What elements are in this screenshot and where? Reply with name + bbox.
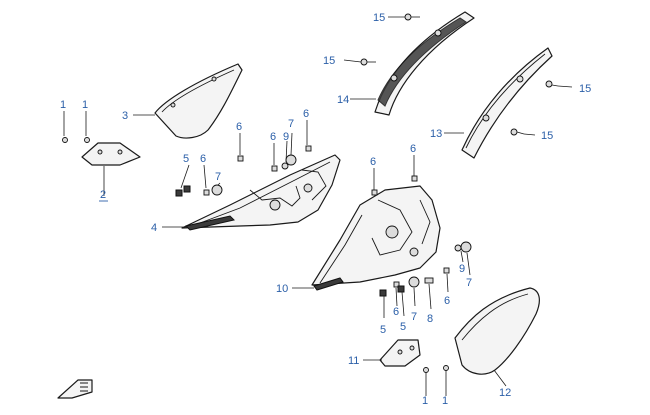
part-4-left-light-assembly <box>181 154 341 231</box>
callout-14: 14 <box>337 94 349 106</box>
leader-lines <box>63 16 573 396</box>
part-13-curved-panel <box>461 47 553 159</box>
grommet-7b <box>285 154 297 166</box>
callout-15: 15 <box>323 55 335 67</box>
callout-10: 10 <box>276 283 288 295</box>
callout-7: 7 <box>288 118 294 130</box>
callout-15: 15 <box>579 83 591 95</box>
callout-9: 9 <box>283 131 289 143</box>
clip-6b <box>271 165 278 172</box>
callout-1: 1 <box>60 99 66 111</box>
screw-15b <box>360 58 376 66</box>
callout-12: 12 <box>499 387 511 399</box>
callout-6: 6 <box>393 306 399 318</box>
callout-2: 2 <box>100 189 106 201</box>
screw-1c <box>423 367 429 373</box>
callout-15: 15 <box>541 130 553 142</box>
callout-5: 5 <box>380 324 386 336</box>
pad-8 <box>424 277 434 284</box>
callout-1: 1 <box>82 99 88 111</box>
callout-7: 7 <box>466 277 472 289</box>
direction-arrow-icon <box>57 379 93 399</box>
washer-9b <box>454 244 462 252</box>
nut-5b <box>183 185 191 193</box>
callout-8: 8 <box>427 313 433 325</box>
clip-6e <box>371 189 378 196</box>
callout-7: 7 <box>215 171 221 183</box>
callout-5: 5 <box>400 321 406 333</box>
callout-11: 11 <box>348 355 359 367</box>
screw-15d <box>510 128 525 136</box>
clip-6g <box>393 281 400 288</box>
nut-5d <box>397 285 405 293</box>
callout-6: 6 <box>410 143 416 155</box>
part-3-upper-cover <box>154 63 243 139</box>
screw-15a <box>404 13 420 21</box>
callout-6: 6 <box>200 153 206 165</box>
callout-4: 4 <box>151 222 157 234</box>
part-10-right-light-assembly <box>311 185 441 291</box>
callout-1: 1 <box>422 395 428 407</box>
callout-6: 6 <box>270 131 276 143</box>
part-2-left-bracket <box>81 142 141 166</box>
screw-1d <box>443 365 449 371</box>
grommet-7a <box>211 184 223 196</box>
callout-1: 1 <box>442 395 448 407</box>
grommet-7d <box>408 276 420 288</box>
callout-6: 6 <box>236 121 242 133</box>
callout-13: 13 <box>430 128 442 140</box>
part-12-lower-cover <box>454 287 540 375</box>
grommet-7c <box>460 241 472 253</box>
part-11-lower-bracket <box>379 339 421 367</box>
clip-6f <box>411 175 418 182</box>
callout-3: 3 <box>122 110 128 122</box>
callout-15: 15 <box>373 12 385 24</box>
callout-9: 9 <box>459 263 465 275</box>
screw-1a <box>62 137 68 143</box>
clip-6c <box>305 145 312 152</box>
nut-5a <box>175 189 183 197</box>
callout-labels: 1 1 2 3 4 5 6 7 6 6 9 7 6 15 15 14 15 15… <box>60 12 591 407</box>
callout-6: 6 <box>444 295 450 307</box>
clip-6d <box>203 189 210 196</box>
clip-6a <box>237 155 244 162</box>
callout-6: 6 <box>370 156 376 168</box>
washer-9a <box>281 162 289 170</box>
clip-6h <box>443 267 450 274</box>
screw-15c <box>545 80 559 88</box>
callout-5: 5 <box>183 153 189 165</box>
callout-6: 6 <box>303 108 309 120</box>
hardware-fasteners <box>62 13 559 373</box>
callout-7: 7 <box>411 311 417 323</box>
screw-1b <box>84 137 90 143</box>
nut-5c <box>379 289 387 297</box>
part-14-curved-strip <box>374 11 475 116</box>
